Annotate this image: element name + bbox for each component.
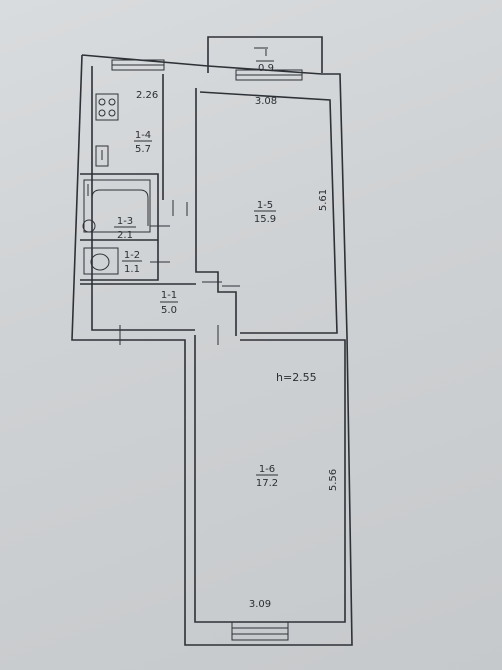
dim-room5-width: 3.08 [255,96,277,107]
interior-walls [80,74,338,336]
window-room6 [231,621,289,641]
dim-room5-length: 5.61 [318,189,329,211]
balcony-id: I [265,48,268,59]
room-1-2-id: 1-2 [124,250,140,261]
window-kitchen [111,59,165,71]
room-1-1-area: 5.0 [161,305,177,316]
room-1-5-area: 15.9 [254,214,276,225]
room-1-4-area: 5.7 [135,144,151,155]
balcony [207,36,323,73]
room-1-2-area: 1.1 [124,264,140,275]
dim-room6-length: 5.56 [328,469,339,491]
room-1-3-area: 2.1 [117,230,133,241]
window-balcony [235,69,303,81]
dim-room6-width: 3.09 [249,599,271,610]
sink [95,145,109,167]
toilet [83,247,119,275]
outer-walls [71,54,353,646]
stove [95,93,119,121]
balcony-area: 0.9 [258,63,274,74]
room-1-3-id: 1-3 [117,216,133,227]
ceiling-height: h=2.55 [276,371,317,384]
bathtub [82,179,151,233]
room-1-1-id: 1-1 [161,290,177,301]
room-1-6-area: 17.2 [256,478,278,489]
room-1-4-id: 1-4 [135,130,151,141]
room-1-6-id: 1-6 [259,464,275,475]
room-label-lines [114,60,278,476]
room-1-5-id: 1-5 [257,200,273,211]
dim-kitchen-width: 2.26 [136,90,158,101]
door-marks [119,200,240,345]
